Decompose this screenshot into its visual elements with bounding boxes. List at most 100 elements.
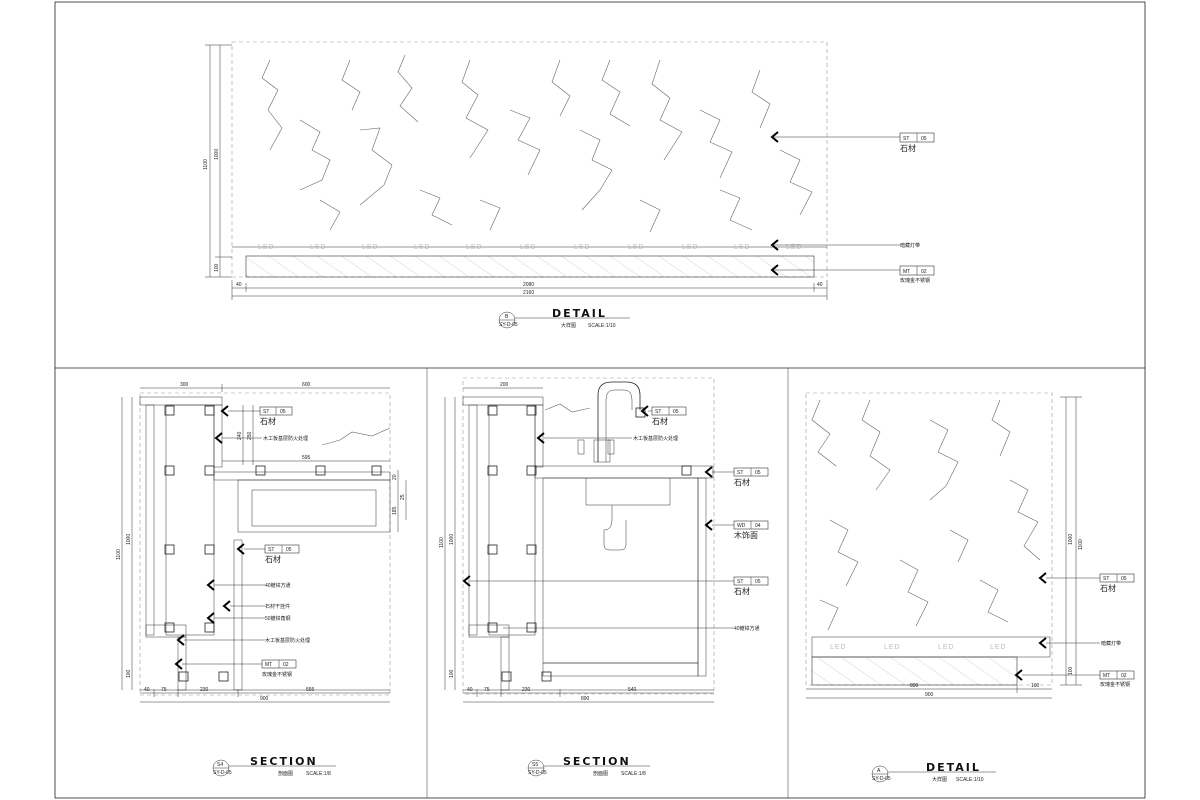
tag-name: 石材 xyxy=(900,143,916,153)
tag-code: ST xyxy=(737,470,743,476)
dim-height-total: 1100 xyxy=(439,537,445,548)
detail-b-panel: LED LED LED LED LED LED LED LED LED LED … xyxy=(203,41,935,329)
s5-tag-stone-top: ST 05 石材 xyxy=(651,406,687,426)
leader-arrow-icon xyxy=(1014,669,1023,681)
detail-b-vertical-dims: 1100 1000 100 xyxy=(203,44,232,278)
tag-code: ST xyxy=(655,409,661,415)
s5-tag-stone-counter: ST 05 石材 xyxy=(733,467,769,487)
note-stone-hanger: 石材干挂件 xyxy=(265,603,290,610)
dim-r2: 250 xyxy=(247,431,253,440)
tag-led-strip: 暗藏灯带 xyxy=(1101,640,1121,647)
tag-code: ST xyxy=(268,547,274,553)
s4-structure xyxy=(139,396,391,691)
view-title: SECTION xyxy=(250,755,318,768)
leader-arrow-icon xyxy=(222,600,231,612)
s5-marble-vein xyxy=(544,403,591,413)
detail-a-tag-stone: ST 05 石材 xyxy=(1099,573,1135,593)
dim-height-total: 1100 xyxy=(1078,539,1084,550)
detail-a-right-dims: 1000 1100 100 xyxy=(1060,396,1084,686)
leader-arrow-icon xyxy=(536,432,545,444)
led-label: LED xyxy=(310,244,327,251)
view-subtitle: 大样图 xyxy=(561,322,576,329)
detail-b-title-block: B SY-D-05 DETAIL 大样图 SCALE:1/10 xyxy=(498,307,630,329)
leader-arrow-icon xyxy=(220,405,229,417)
dim-middle: 2080 xyxy=(523,282,534,288)
note-square-tube: 40镀锌方通 xyxy=(734,625,760,632)
dim-height-upper: 1000 xyxy=(214,149,220,160)
tag-name: 玫瑰金不锈钢 xyxy=(900,277,930,284)
leader-arrow-icon xyxy=(206,612,215,624)
view-subtitle: 大样图 xyxy=(932,776,947,783)
led-label: LED xyxy=(734,244,751,251)
detail-b-outline xyxy=(231,41,828,278)
tag-name: 木饰面 xyxy=(734,530,758,540)
marker-id: A xyxy=(877,768,881,774)
led-label: LED xyxy=(574,244,591,251)
s4-left-dims: 1100 1000 100 xyxy=(116,397,133,690)
s4-leaders xyxy=(174,405,265,670)
led-label: LED xyxy=(938,644,955,651)
detail-a-led-row: LED LED LED LED xyxy=(830,644,1006,651)
led-label: LED xyxy=(830,644,847,651)
dim-height-upper: 1000 xyxy=(449,534,455,545)
tag-code: MT xyxy=(265,662,272,668)
dim-total-width: 900 xyxy=(925,692,934,698)
led-label: LED xyxy=(362,244,379,251)
tag-code: ST xyxy=(737,579,743,585)
s4-top-dims: 300 600 xyxy=(140,382,390,392)
dim-r25: 25 xyxy=(400,494,406,500)
view-title: DETAIL xyxy=(926,761,981,774)
tag-name: 石材 xyxy=(260,416,276,426)
dim-height-upper: 1000 xyxy=(1068,534,1074,545)
dim-b40: 40 xyxy=(144,687,150,693)
s4-square-tubes xyxy=(164,405,382,682)
dim-b40: 40 xyxy=(467,687,473,693)
leader-arrow-icon xyxy=(1038,572,1047,584)
s4-outline xyxy=(139,392,391,696)
dim-b230: 230 xyxy=(522,687,531,693)
tag-number: 04 xyxy=(755,523,761,529)
marker-id: S4 xyxy=(217,762,223,768)
s5-tag-stone-low: ST 05 石材 xyxy=(733,576,769,596)
s5-outline xyxy=(462,377,715,695)
dim-top-a: 200 xyxy=(500,382,509,388)
tag-number: 05 xyxy=(280,409,286,415)
s5-structure xyxy=(462,396,714,691)
led-label: LED xyxy=(682,244,699,251)
dim-height-lower: 100 xyxy=(126,669,132,678)
led-label: LED xyxy=(414,244,431,251)
dim-height-upper: 1000 xyxy=(126,534,132,545)
dim-r1: 240 xyxy=(237,431,243,440)
tag-name: 石材 xyxy=(734,586,750,596)
leader-arrow-icon xyxy=(236,543,245,555)
dim-b75: 75 xyxy=(484,687,490,693)
s4-title-block: S4 SY-D-05 SECTION 剖面图 SCALE:1/8 xyxy=(212,755,336,777)
tag-led-strip: 暗藏灯带 xyxy=(900,242,920,249)
section-s4-panel: 300 600 1100 1000 100 240 250 595 20 25 … xyxy=(116,382,407,777)
dim-height-lower: 100 xyxy=(449,669,455,678)
dim-r20: 20 xyxy=(392,474,398,480)
detail-a-bottom-dims: 800 100 900 xyxy=(806,683,1052,699)
dim-r185: 185 xyxy=(392,506,398,515)
tag-code: ST xyxy=(1103,576,1109,582)
s4-bottom-dims: 40 75 230 555 900 xyxy=(140,687,390,703)
dim-b230: 230 xyxy=(200,687,209,693)
s5-title-block: S5 SY-D-05 SECTION 剖面图 SCALE:1/8 xyxy=(527,755,650,777)
note-plywood-fireproof: 木工板基层防火处理 xyxy=(263,435,308,442)
dim-left: 40 xyxy=(236,282,242,288)
detail-b-tag-stone: ST 05 石材 xyxy=(899,132,935,153)
leader-arrow-icon xyxy=(206,579,215,591)
tag-number: 05 xyxy=(286,547,292,553)
detail-a-title-block: A SY-D-05 DETAIL 大样图 SCALE:1/10 xyxy=(871,761,996,783)
tag-number: 05 xyxy=(1121,576,1127,582)
section-s5-panel: 200 1100 1000 100 40 75 230 540 890 xyxy=(439,377,769,777)
dim-b75: 75 xyxy=(161,687,167,693)
detail-a-plinth xyxy=(811,656,1018,686)
leader-arrow-icon xyxy=(462,575,471,587)
led-label: LED xyxy=(520,244,537,251)
marker-ref: SY-D-05 xyxy=(213,770,232,776)
view-scale: SCALE:1/8 xyxy=(306,771,331,777)
tag-number: 05 xyxy=(921,136,927,142)
tag-number: 05 xyxy=(673,409,679,415)
